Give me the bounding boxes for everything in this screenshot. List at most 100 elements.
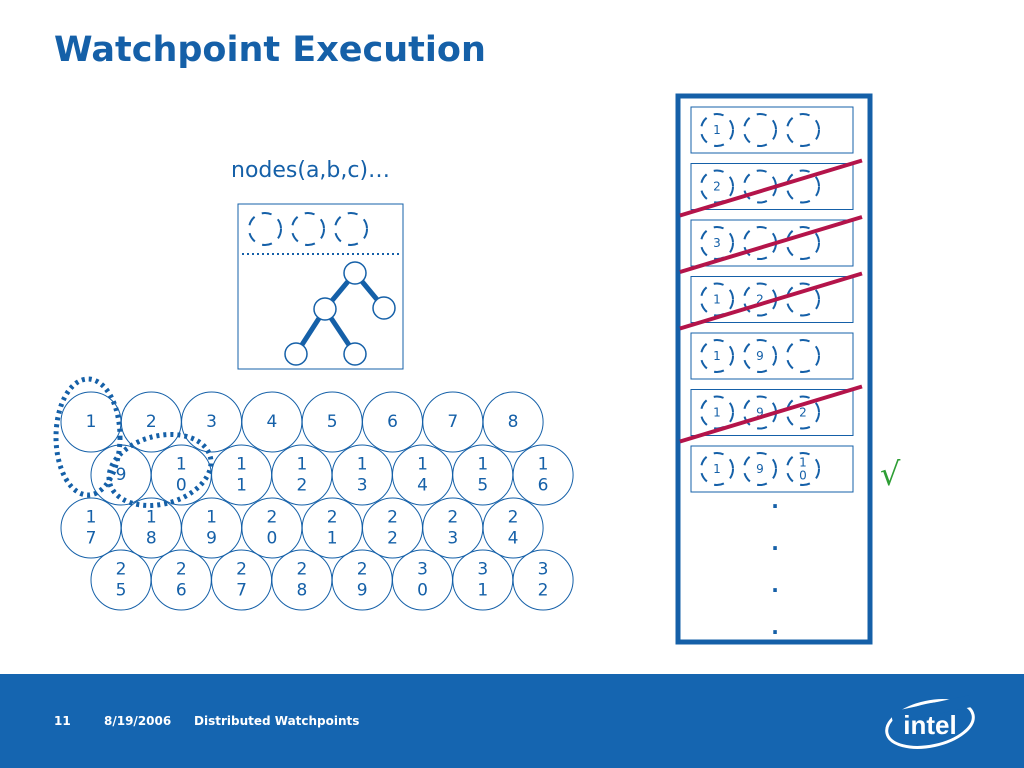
grid-node: 3 <box>181 391 243 453</box>
candidate-frame <box>690 219 854 267</box>
highlight-region-2 <box>106 432 214 508</box>
success-check-icon: √ <box>880 455 901 493</box>
node-label: 2 <box>508 508 519 528</box>
candidate-binding: 1 <box>690 106 854 154</box>
node-label: 5 <box>327 412 338 432</box>
grid-node: 32 <box>512 549 574 611</box>
node-label: 9 <box>357 581 368 601</box>
grid-node: 4 <box>241 391 303 453</box>
node-label: 2 <box>387 508 398 528</box>
grid-node-circle <box>482 497 544 559</box>
binding-slot <box>700 339 734 373</box>
candidate-frame <box>690 389 854 436</box>
node-label: 1 <box>477 455 488 475</box>
binding-slot <box>786 113 820 147</box>
node-label: 8 <box>296 581 307 601</box>
ellipsis-dot: . <box>771 615 779 639</box>
node-label: 1 <box>86 412 97 432</box>
ellipsis-dot: . <box>771 531 779 555</box>
ellipsis: .... <box>771 489 779 639</box>
binding-slot <box>743 113 777 147</box>
node-label: 2 <box>357 560 368 580</box>
binding-slot <box>700 113 734 147</box>
candidate-frame <box>690 106 854 154</box>
pattern-tree <box>284 261 396 366</box>
node-label: 2 <box>116 560 127 580</box>
slot-value: 2 <box>713 180 721 194</box>
grid-node: 21 <box>301 497 363 559</box>
grid-node: 11 <box>211 444 273 506</box>
tree-node <box>343 342 367 366</box>
binding-slot <box>786 395 820 430</box>
candidate-frame <box>690 445 854 493</box>
slot-value: 9 <box>756 462 764 476</box>
node-label: 2 <box>447 508 458 528</box>
node-label: 1 <box>146 508 157 528</box>
tree-node <box>372 296 396 320</box>
binding-slot <box>786 169 820 204</box>
grid-node: 26 <box>150 549 212 611</box>
page-number: 11 <box>54 714 71 728</box>
grid-node: 29 <box>331 549 393 611</box>
binding-slot <box>743 339 777 373</box>
intel-logo-gap <box>890 695 972 724</box>
slot-value: 1 <box>713 349 721 363</box>
node-label: 3 <box>447 529 458 549</box>
grid-node: 19 <box>181 497 243 559</box>
strike-line <box>679 158 863 218</box>
node-label: 8 <box>146 529 157 549</box>
grid-node: 17 <box>60 497 122 559</box>
slot-value: 1 <box>713 406 721 420</box>
footer: 11 8/19/2006 Distributed Watchpoints int… <box>0 674 1024 768</box>
grid-node: 6 <box>362 391 423 453</box>
node-label: 1 <box>236 455 247 475</box>
query-box-frame <box>237 203 404 370</box>
node-label: 4 <box>266 412 277 432</box>
node-label: 5 <box>116 581 127 601</box>
grid-node: 1 <box>60 391 122 453</box>
grid-node: 8 <box>482 391 544 453</box>
grid-node: 12 <box>271 444 333 506</box>
node-label: 3 <box>538 560 549 580</box>
slot-value: 2 <box>799 406 807 420</box>
node-label: 1 <box>538 455 549 475</box>
grid-node: 16 <box>512 444 574 506</box>
slot-value: 1 <box>713 293 721 307</box>
node-label: 1 <box>477 581 488 601</box>
strike-line <box>679 384 863 444</box>
grid-node: 24 <box>482 497 544 559</box>
node-label: 1 <box>357 455 368 475</box>
grid-node: 2 <box>120 391 182 453</box>
grid-node: 15 <box>452 444 514 506</box>
grid-node-circle <box>512 549 574 611</box>
node-label: 2 <box>327 508 338 528</box>
slot-value: 3 <box>713 236 721 250</box>
node-label: 6 <box>538 476 549 496</box>
slot-value: 9 <box>756 406 764 420</box>
grid-node: 5 <box>301 391 363 453</box>
node-label: 0 <box>176 476 187 496</box>
node-label: 5 <box>477 476 488 496</box>
query-pattern-box <box>237 203 404 370</box>
grid-node: 22 <box>362 497 423 559</box>
node-label: 2 <box>296 560 307 580</box>
grid-node-circle <box>512 444 574 506</box>
node-label: 1 <box>86 508 97 528</box>
node-label: 2 <box>538 581 549 601</box>
node-label: 2 <box>236 560 247 580</box>
node-label: 3 <box>206 412 217 432</box>
query-slot-a <box>248 212 282 246</box>
slot-value: 1 <box>713 123 721 137</box>
grid-node-circle <box>482 391 544 453</box>
grid-node: 27 <box>211 549 273 611</box>
node-label: 8 <box>508 412 519 432</box>
node-label: 4 <box>508 529 519 549</box>
node-label: 7 <box>236 581 247 601</box>
strike-line <box>679 271 863 331</box>
intel-logo: intel <box>885 695 975 749</box>
node-label: 2 <box>296 476 307 496</box>
binding-slot <box>786 226 820 260</box>
